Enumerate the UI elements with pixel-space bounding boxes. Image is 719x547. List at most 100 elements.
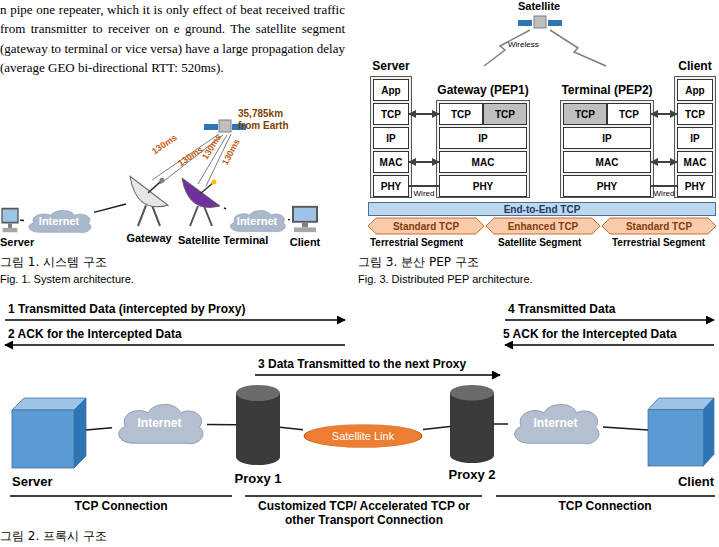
node-label: IP [678,128,712,148]
layer-box: PHY [439,175,527,197]
connector [20,220,24,222]
node-label: Proxy 1 [235,471,282,486]
node-label: Client [290,236,321,248]
node-label: Proxy 2 [449,467,496,482]
layer-box: App [677,79,713,101]
node-label: Server [371,60,411,74]
satellite-panel [518,20,532,26]
segment-label: Satellite Segment [498,237,581,249]
connector [94,204,126,212]
cube-top [648,398,714,410]
protocol-stack: ClientAppTCPIPMACPHY [674,76,716,198]
connector [494,423,508,425]
node-label: Enhanced TCP [486,218,600,234]
node-label: Server [0,236,34,248]
monitor-frame [1,208,18,224]
protocol-stack: ServerAppTCPIPMACPHY [370,76,412,198]
connector [651,161,677,163]
layer-box: MAC [439,151,527,173]
layer-box: TCP [607,103,651,125]
cube-front [12,410,74,468]
layer-box: MAC [373,151,409,173]
layer-box: IP [373,127,409,149]
figure-caption: 그림 1. 시스템 구조 [0,256,107,270]
cylinder-top [236,385,280,401]
cube-top [12,398,86,410]
node-label: PHY [564,176,650,196]
layer-box: IP [439,127,527,149]
keyboard-base [294,227,316,232]
monitor-neck [8,224,12,228]
satellite-panel [204,124,218,130]
keyboard-base [3,228,18,232]
layer-box: IP [563,127,651,149]
figure-caption: Fig. 1. System architecture. [0,273,134,286]
proxy-cylinder: Proxy 2 [450,385,494,463]
protocol-stack: Gateway (PEP1)TCPTCPIPMACPHY [436,100,530,198]
connector [86,428,112,430]
connector [409,161,439,163]
dish-reflector [182,178,220,207]
node-label: App [678,80,712,100]
step-label: 2 ACK for the Intercepted Data [8,328,182,342]
monitor-frame [292,206,318,223]
dish-stand [138,205,160,226]
connection-bracket [245,495,482,497]
node-label: Internet [226,208,288,234]
layer-box: TCP [677,103,713,125]
node-label: Gateway (PEP1) [437,84,529,98]
dish-reflector [130,176,168,207]
connection-label: Customized TCP/ Accelerated TCP or other… [250,500,478,528]
cylinder-outline [236,385,280,465]
connector [409,185,439,187]
step-label: 3 Data Transmitted to the next Proxy [258,358,466,372]
proxy-cylinder: Proxy 1 [236,385,280,465]
node-label: TCP [440,104,482,124]
satellite-body [219,120,231,132]
connector [207,424,236,426]
step-arrow [5,319,345,321]
node-label: Internet [24,208,94,235]
node-label: Server [12,474,52,489]
node-label: Client [675,60,715,74]
layer-box: TCP [439,103,483,125]
cylinder-body [236,393,280,465]
segment-arrow: Enhanced TCP [486,218,600,234]
wireless-label: Wireless [508,40,539,49]
cube-side [74,398,86,468]
dish-antenna: Satellite Terminal [178,172,224,226]
figure-caption: 그림 3. 분산 PEP 구조 [358,256,479,270]
step-arrow [505,319,714,321]
node-label: PHY [374,176,408,196]
computer-outline [290,204,320,234]
cube-outline [12,398,86,468]
node-label: TCP [374,104,408,124]
figure-caption: Fig. 3. Distributed PEP architecture. [358,273,533,286]
connector [280,427,303,429]
figure-caption: 그림 2. 프록시 구조 [0,530,107,544]
dish-outline [126,170,172,226]
step-arrow [255,374,500,376]
node-label: Standard TCP [368,218,484,234]
dish-feed [200,182,214,194]
segment-arrow: Standard TCP [602,218,716,234]
node-label: MAC [440,152,526,172]
client-cube: Client [648,398,714,466]
connection-bracket [10,495,232,497]
layer-box: PHY [563,175,651,197]
double-arrow-shape [368,218,484,234]
node-label: Gateway [126,232,171,244]
body-text: n pipe one repeater, which it is only ef… [0,0,345,78]
dish-feed [148,180,162,192]
node-label: PHY [440,176,526,196]
node-label: Standard TCP [602,218,716,234]
node-label: PHY [678,176,712,196]
satellite-panel [548,20,562,26]
layer-box: TCP [563,103,607,125]
connection-label: TCP Connection [520,500,690,514]
wireless-link [550,30,606,66]
connection-label: TCP Connection [46,500,196,514]
edge-label: Wired [644,189,684,198]
double-arrow-shape [486,218,600,234]
